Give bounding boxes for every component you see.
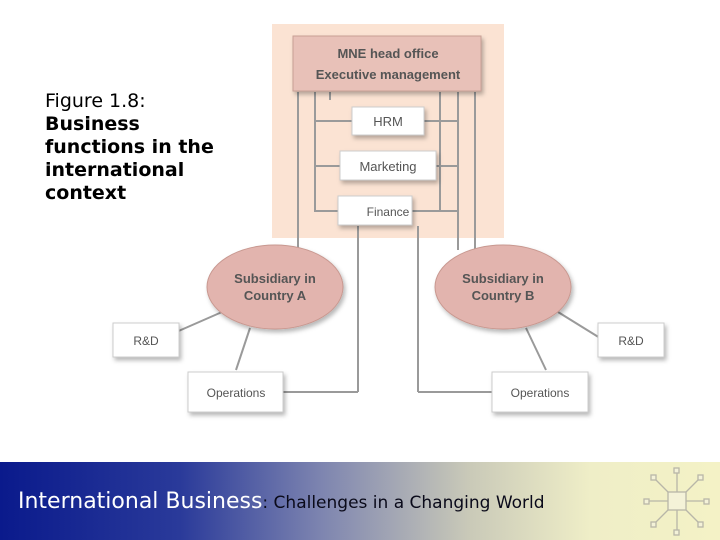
head-office-line-2: Executive management xyxy=(316,67,461,82)
subsidiary-b-line-1: Subsidiary in xyxy=(462,271,544,286)
subsidiary-b-line-2: Country B xyxy=(472,288,535,303)
hrm-box xyxy=(351,106,425,136)
subsidiary-a-line-2: Country A xyxy=(244,288,307,303)
head-office-box xyxy=(292,35,482,92)
rd-label-left: R&D xyxy=(133,334,159,348)
rd-box-right xyxy=(597,322,665,358)
caption-line-2: functions in the xyxy=(45,136,214,158)
business-functions-diagram: MNE head office Executive management HRM… xyxy=(112,24,665,413)
finance-label: Finance xyxy=(367,205,410,219)
footer-title-sub: : Challenges in a Changing World xyxy=(262,493,545,513)
caption-line-3: international xyxy=(45,159,185,181)
footer-title: International Business: Challenges in a … xyxy=(18,489,545,514)
subsidiary-b-ellipse xyxy=(434,244,572,330)
operations-label-left: Operations xyxy=(207,386,266,400)
footer-title-main: International Business xyxy=(18,489,263,514)
head-office-line-1: MNE head office xyxy=(337,46,438,61)
finance-box xyxy=(337,195,413,226)
network-icon xyxy=(643,467,710,536)
operations-box-left xyxy=(187,371,284,413)
rd-box-left xyxy=(112,322,180,358)
footer-banner: International Business: Challenges in a … xyxy=(0,462,720,540)
marketing-box xyxy=(339,150,437,181)
subsidiary-a-line-1: Subsidiary in xyxy=(234,271,316,286)
subsidiary-a-ellipse xyxy=(206,244,344,330)
caption-line-1: Business xyxy=(45,113,140,135)
operations-label-right: Operations xyxy=(511,386,570,400)
operations-box-right xyxy=(491,371,589,413)
hrm-label: HRM xyxy=(373,114,403,129)
figure-caption: Figure 1.8: Business functions in the in… xyxy=(45,90,245,205)
figure-number: Figure 1.8: xyxy=(45,90,146,112)
connector-lines xyxy=(157,92,601,393)
marketing-label: Marketing xyxy=(359,159,416,174)
caption-line-4: context xyxy=(45,182,127,204)
rd-label-right: R&D xyxy=(618,334,644,348)
